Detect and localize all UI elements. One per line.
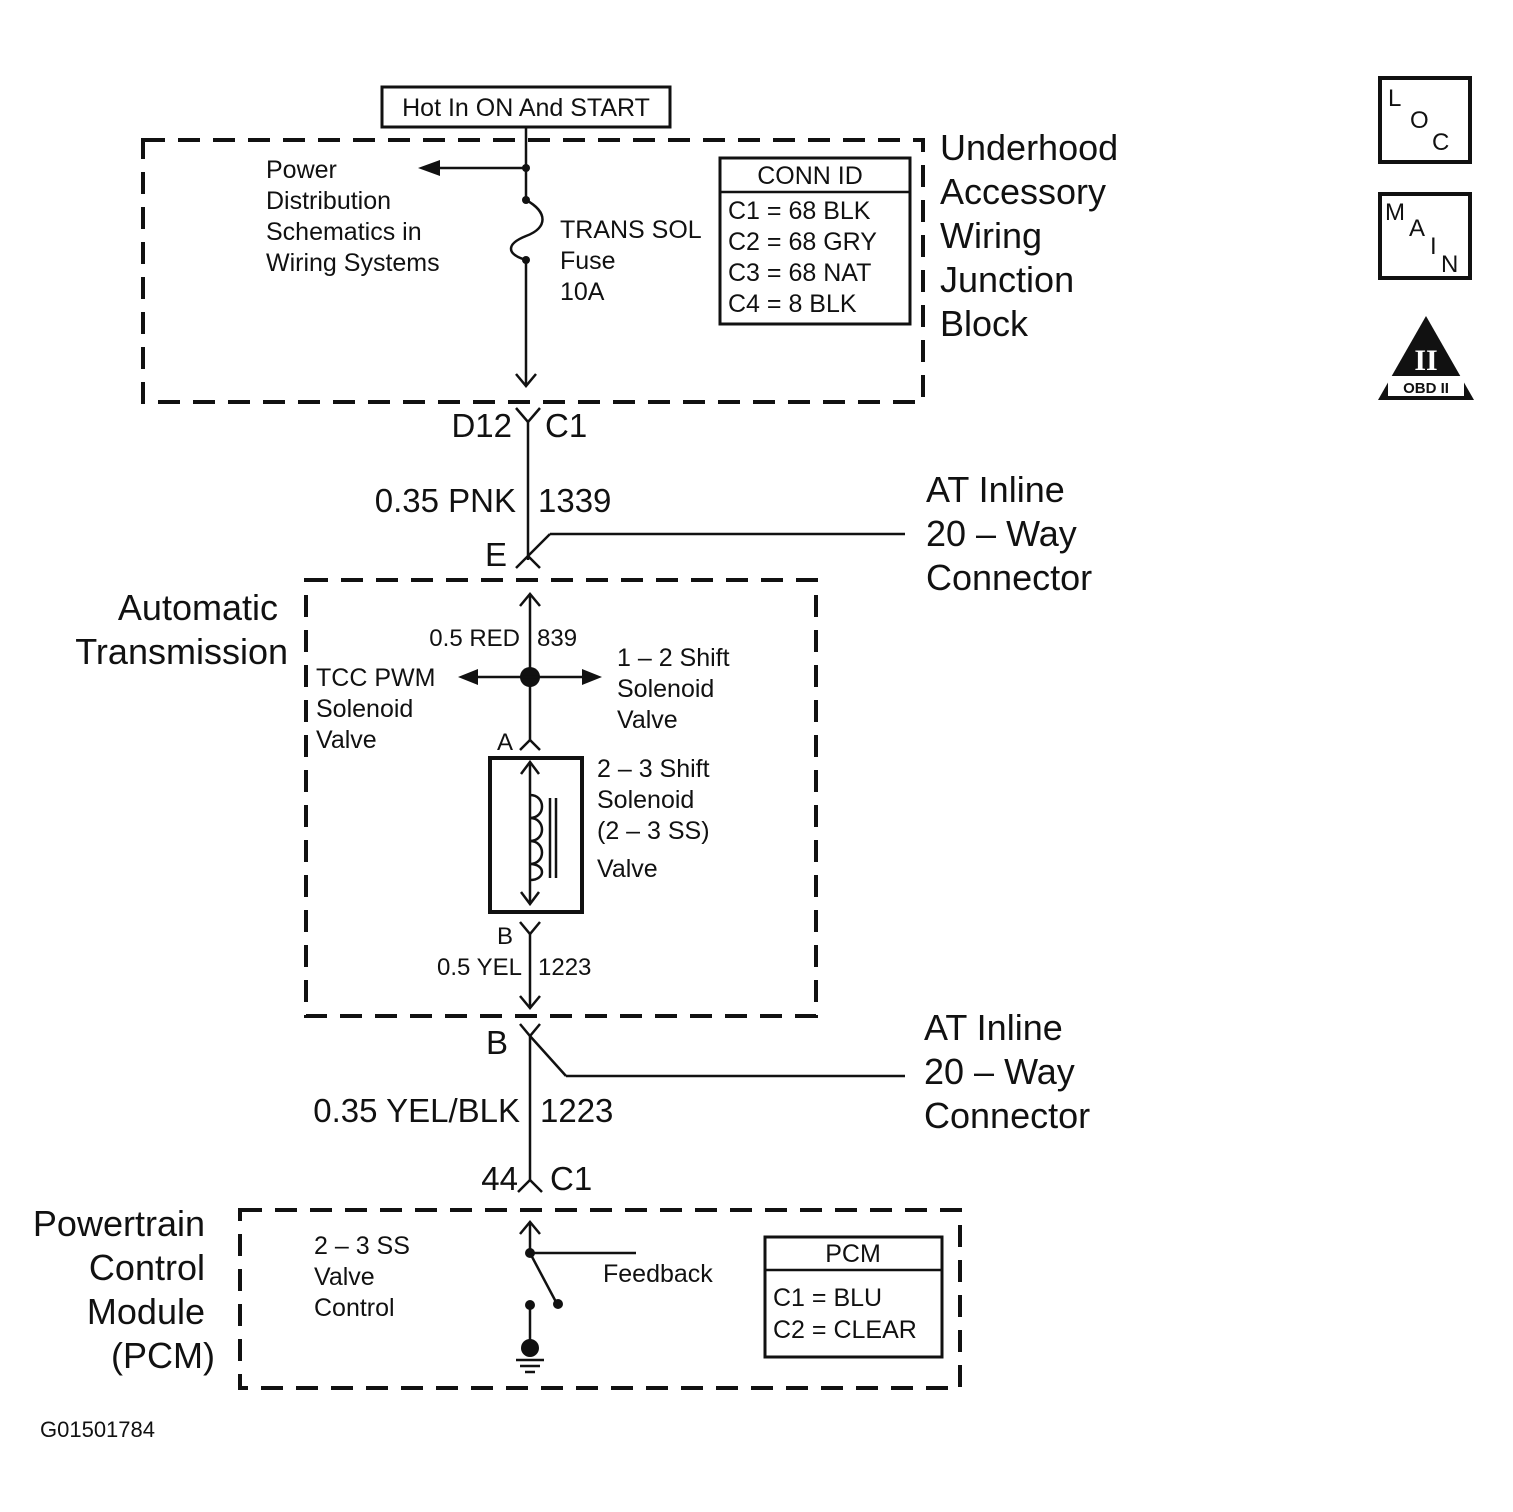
svg-text:C: C	[1432, 129, 1449, 156]
svg-text:O: O	[1410, 107, 1429, 134]
connector-d12-icon	[515, 407, 541, 424]
arrow-up-icon	[519, 592, 541, 607]
arrow-up-icon	[520, 759, 540, 775]
fuse-icon	[509, 198, 544, 262]
feedback-label: Feedback	[603, 1260, 713, 1288]
underhood-block-title: Underhood Accessory Wiring Junction Bloc…	[940, 127, 1128, 344]
trans-out-circuit: 1223	[538, 954, 591, 981]
pcm-table-header: PCM	[825, 1240, 881, 1268]
svg-text:II: II	[1414, 344, 1437, 377]
svg-text:N: N	[1441, 251, 1458, 278]
pcm-control-label: 2 – 3 SS Valve Control	[314, 1232, 417, 1322]
inline-connector-b-icon	[519, 1023, 541, 1038]
conn-id-rows: C1 = 68 BLK C2 = 68 GRY C3 = 68 NAT C4 =…	[728, 197, 883, 318]
wire1-circuit: 1339	[538, 482, 611, 519]
switch-contact-icon	[553, 1299, 563, 1309]
pcm-table-rows: C1 = BLU C2 = CLEAR	[773, 1284, 917, 1344]
arrow-left-icon	[418, 160, 440, 176]
automatic-transmission-outline	[304, 578, 818, 1018]
pin-b-label: B	[497, 923, 513, 950]
main-icon[interactable]: M A I N	[1378, 192, 1472, 280]
switch-blade-icon	[528, 1252, 558, 1303]
wire1-gauge: 0.35 PNK	[375, 482, 516, 519]
connector-bottom-left: 44	[481, 1160, 518, 1197]
svg-text:L: L	[1388, 85, 1401, 112]
inline2-label: AT Inline 20 – Way Connector	[924, 1007, 1090, 1136]
ground-node-icon	[521, 1339, 539, 1357]
pcm-connector-table	[763, 1235, 944, 1359]
trans-wire-circuit: 839	[537, 625, 577, 652]
tcc-pwm-label: TCC PWM Solenoid Valve	[316, 664, 442, 754]
arrow-down-icon	[520, 891, 540, 907]
fuse-label: TRANS SOL Fuse 10A	[560, 216, 708, 306]
svg-text:OBD II: OBD II	[1403, 380, 1449, 397]
pcm-outline	[238, 1208, 962, 1390]
solenoid-23-box	[488, 756, 584, 914]
conn-id-table	[718, 156, 912, 326]
trans-wire-gauge: 0.5 RED	[429, 625, 520, 652]
solenoid-23-label: 2 – 3 Shift Solenoid (2 – 3 SS) Valve	[597, 755, 717, 883]
pin-a-connector-icon	[519, 738, 541, 751]
wire2-gauge: 0.35 YEL/BLK	[313, 1092, 520, 1129]
arrow-down-icon	[515, 373, 537, 388]
trans-out-gauge: 0.5 YEL	[437, 954, 522, 981]
arrow-left-icon	[458, 669, 478, 685]
connector-top-left: D12	[451, 407, 512, 444]
wire2-circuit: 1223	[540, 1092, 613, 1129]
connector-top-right: C1	[545, 407, 587, 444]
transmission-title: Automatic Transmission	[75, 587, 288, 672]
connector-bottom-right: C1	[550, 1160, 592, 1197]
underhood-junction-block-outline	[141, 138, 925, 404]
coil-icon	[529, 793, 544, 882]
figure-id: G01501784	[40, 1417, 155, 1442]
inline2-pin: B	[486, 1024, 508, 1061]
svg-text:M: M	[1385, 199, 1405, 226]
pin-a-label: A	[497, 729, 513, 756]
connector-44-icon	[517, 1178, 543, 1193]
svg-text:A: A	[1409, 215, 1425, 242]
loc-icon[interactable]: L O C	[1378, 76, 1472, 164]
inline1-pin: E	[485, 536, 507, 573]
arrow-right-icon	[582, 669, 602, 685]
arrow-down-icon	[519, 995, 541, 1010]
pcm-title: Powertrain Control Module (PCM)	[33, 1203, 215, 1376]
obd-ii-icon[interactable]: II OBD II	[1378, 316, 1474, 400]
svg-text:I: I	[1430, 233, 1437, 260]
shift-12-label: 1 – 2 Shift Solenoid Valve	[617, 644, 737, 734]
pin-b-connector-icon	[519, 921, 541, 936]
power-distribution-label: Power Distribution Schematics in Wiring …	[266, 156, 440, 277]
conn-id-header: CONN ID	[757, 162, 863, 190]
arrow-up-icon	[519, 1220, 541, 1235]
hot-label: Hot In ON And START	[402, 94, 650, 122]
inline1-label: AT Inline 20 – Way Connector	[926, 469, 1092, 598]
